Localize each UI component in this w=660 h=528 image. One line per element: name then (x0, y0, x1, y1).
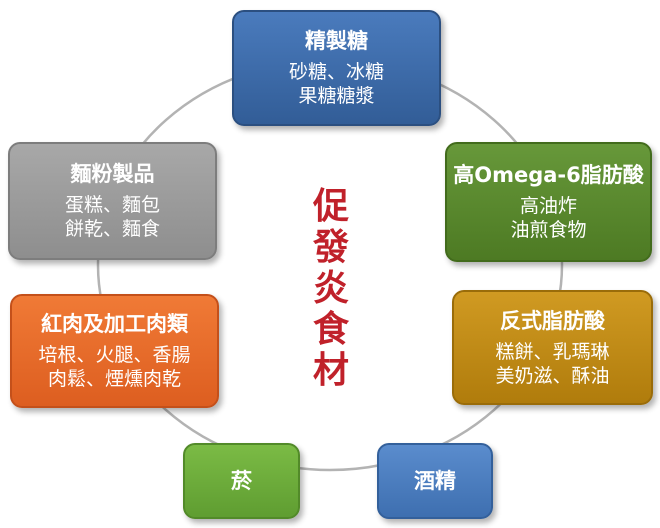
card-trans-fat-line-2: 美奶滋、酥油 (495, 364, 610, 387)
center-title: 促 發 炎 食 材 (306, 186, 356, 391)
card-alcohol-title: 酒精 (414, 469, 456, 493)
card-refined-sugar: 精製糖 砂糖、冰糖 果糖糖漿 (232, 10, 441, 126)
card-omega6-title: 高Omega-6脂肪酸 (453, 163, 644, 187)
card-flour: 麵粉製品 蛋糕、麵包 餅乾、麵食 (8, 142, 217, 260)
card-red-meat-line-1: 培根、火腿、香腸 (38, 344, 191, 366)
card-red-meat-title: 紅肉及加工肉類 (41, 312, 188, 336)
center-title-char-1: 促 (312, 186, 349, 227)
card-red-meat: 紅肉及加工肉類 培根、火腿、香腸 肉鬆、煙燻肉乾 (10, 294, 219, 408)
card-refined-sugar-line-1: 砂糖、冰糖 (288, 61, 384, 83)
card-trans-fat-line-1: 糕餅、乳瑪琳 (495, 340, 610, 363)
center-title-char-4: 食 (312, 309, 349, 350)
card-tobacco: 菸 (183, 443, 300, 519)
card-red-meat-line-2: 肉鬆、煙燻肉乾 (47, 368, 181, 390)
card-flour-line-1: 蛋糕、麵包 (64, 194, 160, 216)
card-omega6: 高Omega-6脂肪酸 高油炸 油煎食物 (445, 142, 652, 262)
center-title-char-5: 材 (312, 350, 349, 391)
card-omega6-line-2: 油煎食物 (510, 219, 587, 241)
card-refined-sugar-title: 精製糖 (305, 29, 368, 53)
card-alcohol: 酒精 (377, 443, 493, 519)
center-title-char-3: 炎 (312, 268, 349, 309)
card-tobacco-title: 菸 (231, 469, 252, 493)
card-refined-sugar-line-2: 果糖糖漿 (298, 85, 375, 107)
center-title-char-2: 發 (312, 227, 349, 268)
card-flour-line-2: 餅乾、麵食 (64, 218, 160, 240)
card-trans-fat: 反式脂肪酸 糕餅、乳瑪琳 美奶滋、酥油 (452, 290, 653, 405)
card-trans-fat-title: 反式脂肪酸 (500, 308, 605, 333)
card-omega6-line-1: 高油炸 (519, 195, 577, 217)
card-flour-title: 麵粉製品 (70, 162, 155, 186)
